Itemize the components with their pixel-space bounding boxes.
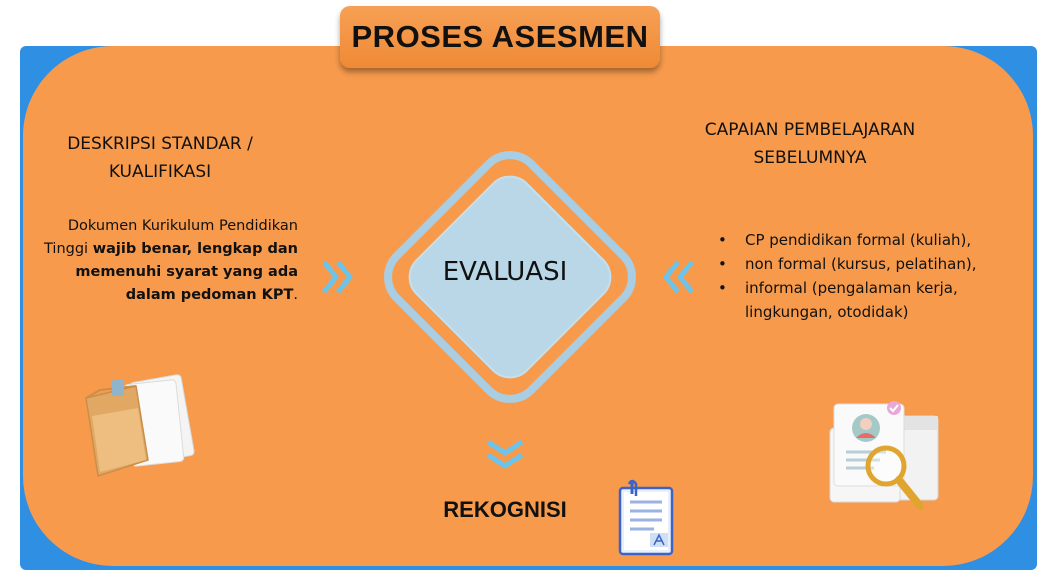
right-heading-line1: CAPAIAN PEMBELAJARAN	[704, 120, 916, 140]
bullet-dot: •	[718, 231, 727, 249]
title-box: PROSES ASESMEN	[340, 6, 660, 68]
bullet-text: CP pendidikan formal (kuliah),	[745, 231, 972, 249]
left-heading-line1: DESKRIPSI STANDAR /	[67, 134, 253, 154]
right-heading: CAPAIAN PEMBELAJARAN SEBELUMNYA	[660, 116, 960, 172]
clipboard-document-icon	[618, 479, 674, 556]
bullet-text: informal (pengalaman kerja, lingkungan, …	[745, 279, 958, 321]
bullet-item: • non formal (kursus, pelatihan),	[718, 252, 1038, 276]
left-heading-line2: KUALIFIKASI	[108, 162, 212, 182]
bullet-item: • CP pendidikan formal (kuliah),	[718, 228, 1038, 252]
rekognisi-label: REKOGNISI	[443, 497, 567, 522]
chevron-down-icon	[486, 439, 524, 469]
folder-documents-icon	[85, 374, 195, 477]
left-body-plain-2: .	[293, 287, 298, 303]
left-description: Dokumen Kurikulum Pendidikan Tinggi waji…	[28, 215, 298, 307]
bullet-text: non formal (kursus, pelatihan),	[745, 255, 977, 273]
evaluasi-diamond	[384, 151, 636, 403]
right-heading-line2: SEBELUMNYA	[753, 148, 867, 168]
page-title: PROSES ASESMEN	[351, 19, 649, 54]
bullet-dot: •	[718, 279, 727, 297]
profile-search-icon	[829, 401, 939, 510]
bullet-item: • informal (pengalaman kerja, lingkungan,…	[718, 276, 1038, 324]
chevron-right-icon	[322, 260, 353, 294]
bullet-dot: •	[718, 255, 727, 273]
evaluasi-label: EVALUASI	[442, 257, 568, 287]
left-body-bold: wajib benar, lengkap dan memenuhi syarat…	[75, 241, 298, 303]
left-body-plain-1: Dokumen Kurikulum Pendidikan Tinggi	[44, 218, 298, 257]
left-heading: DESKRIPSI STANDAR / KUALIFIKASI	[40, 130, 280, 186]
bullet-list: • CP pendidikan formal (kuliah), • non for…	[718, 228, 1038, 324]
chevron-left-icon	[663, 260, 694, 294]
